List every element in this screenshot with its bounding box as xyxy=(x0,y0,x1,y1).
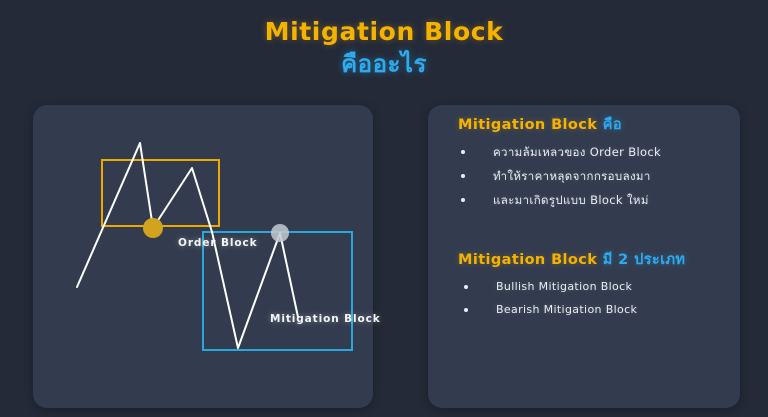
page-title-subtitle: คืออะไร xyxy=(341,49,427,78)
bullet-dot-icon xyxy=(461,174,465,179)
price-action-chart xyxy=(76,142,353,351)
info-card: Mitigation Block คือ ความล้มเหลวของ Orde… xyxy=(428,105,740,408)
definition-heading: Mitigation Block คือ xyxy=(458,117,730,134)
price-line xyxy=(76,142,299,349)
definition-bullet-list: ความล้มเหลวของ Order Block ทำให้ราคาหลุด… xyxy=(458,140,730,212)
types-bullet-list: Bullish Mitigation Block Bearish Mitigat… xyxy=(458,275,730,321)
types-heading-main: Mitigation Block xyxy=(458,252,598,268)
list-item: ความล้มเหลวของ Order Block xyxy=(458,140,730,164)
types-heading: Mitigation Block มี 2 ประเภท xyxy=(458,252,730,269)
bullet-dot-icon xyxy=(461,150,465,155)
list-item-label: Bullish Mitigation Block xyxy=(496,280,633,294)
page-title: Mitigation Block คืออะไร xyxy=(0,17,768,80)
page-title-main: Mitigation Block xyxy=(264,17,504,46)
list-item-label: ความล้มเหลวของ Order Block xyxy=(493,145,662,160)
list-item: ทำให้ราคาหลุดจากกรอบลงมา xyxy=(458,164,730,188)
list-item: Bearish Mitigation Block xyxy=(458,298,730,321)
bullet-dot-icon xyxy=(464,285,468,290)
list-item-label: Bearish Mitigation Block xyxy=(496,303,638,317)
definition-section: Mitigation Block คือ ความล้มเหลวของ Orde… xyxy=(458,117,730,212)
types-section: Mitigation Block มี 2 ประเภท Bullish Mit… xyxy=(458,252,730,321)
order-block-dot-icon xyxy=(143,218,163,238)
definition-heading-thai: คือ xyxy=(602,117,622,133)
bullet-dot-icon xyxy=(464,308,468,313)
list-item: และมาเกิดรูปแบบ Block ใหม่ xyxy=(458,188,730,212)
definition-heading-main: Mitigation Block xyxy=(458,117,598,133)
order-block-label: Order Block xyxy=(178,237,258,249)
mitigation-block-dot-icon xyxy=(271,224,289,242)
list-item-label: ทำให้ราคาหลุดจากกรอบลงมา xyxy=(493,169,651,184)
bullet-dot-icon xyxy=(461,198,465,203)
mitigation-block-label: Mitigation Block xyxy=(270,313,381,325)
chart-card: Order Block Mitigation Block xyxy=(33,105,380,408)
types-heading-thai: มี 2 ประเภท xyxy=(602,252,686,268)
list-item-label: และมาเกิดรูปแบบ Block ใหม่ xyxy=(493,193,649,208)
list-item: Bullish Mitigation Block xyxy=(458,275,730,298)
